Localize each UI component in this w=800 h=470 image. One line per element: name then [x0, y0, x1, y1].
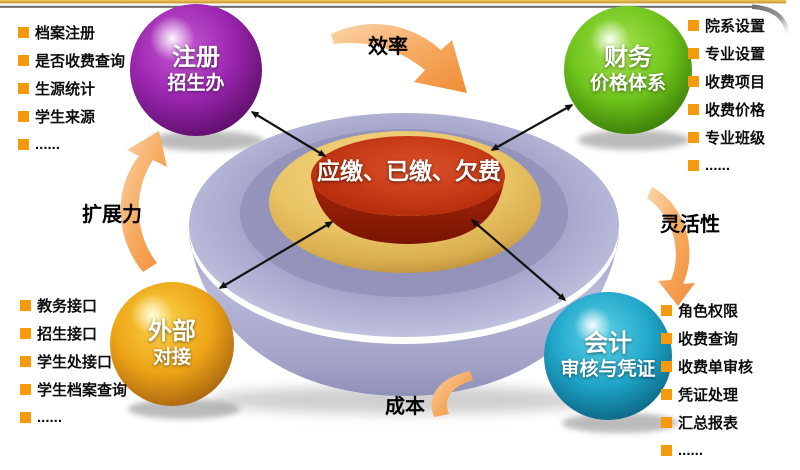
- bullet-square-icon: [20, 327, 31, 339]
- list-item-label: 学生档案查询: [37, 381, 128, 399]
- list-item-label: 招生接口: [37, 325, 98, 343]
- bullet-square-icon: [661, 416, 672, 428]
- efficiency-arrow-icon: [331, 24, 467, 94]
- bullet-square-icon: [18, 54, 29, 66]
- bullet-square-icon: [18, 110, 29, 122]
- sphere-finance-subtitle: 价格体系: [589, 73, 666, 94]
- list-bottom-left: 教务接口 招生接口 学生处接口 学生档案查询 ......: [20, 291, 127, 431]
- list-item: 汇总报表: [661, 408, 753, 436]
- list-item: 招生接口: [20, 319, 127, 347]
- list-item: ......: [661, 436, 753, 464]
- bullet-square-icon: [20, 355, 31, 367]
- list-item-label: 凭证处理: [678, 386, 739, 404]
- cost-arrow-icon: [431, 371, 473, 417]
- bullet-square-icon: [661, 388, 672, 400]
- list-item: ......: [20, 403, 127, 431]
- bullet-square-icon: [20, 383, 31, 395]
- list-item: ......: [18, 130, 125, 158]
- list-item-label: 生源统计: [35, 80, 96, 98]
- list-item: 院系设置: [688, 11, 765, 39]
- bullet-square-icon: [20, 411, 31, 423]
- sphere-accounting-subtitle: 审核与凭证: [560, 359, 656, 380]
- factor-efficiency: 效率: [368, 36, 408, 58]
- list-item-label: ......: [35, 135, 61, 153]
- list-item: 收费单审核: [661, 352, 753, 380]
- list-item-label: ......: [37, 408, 63, 426]
- list-item: 专业班级: [688, 123, 765, 151]
- list-item: ......: [688, 151, 765, 179]
- list-item: 角色权限: [661, 296, 753, 324]
- list-item-label: 是否收费查询: [35, 52, 126, 70]
- factor-flexibility: 灵活性: [660, 214, 720, 236]
- list-item-label: 院系设置: [705, 17, 766, 35]
- bullet-square-icon: [688, 19, 699, 31]
- bullet-square-icon: [661, 360, 672, 372]
- list-item: 学生处接口: [20, 347, 127, 375]
- list-item-label: 学生来源: [35, 108, 96, 126]
- sphere-shadows: [128, 130, 690, 433]
- list-item-label: 汇总报表: [678, 414, 739, 432]
- list-item-label: 收费单审核: [678, 358, 754, 376]
- bullet-square-icon: [688, 103, 699, 115]
- list-item-label: 收费项目: [705, 73, 766, 91]
- sphere-external: 外部 对接: [110, 282, 234, 406]
- list-bottom-right: 角色权限 收费查询 收费单审核 凭证处理 汇总报表 ......: [661, 296, 753, 464]
- expansion-arrow-icon: [120, 131, 167, 272]
- bullet-square-icon: [18, 26, 29, 38]
- bullet-square-icon: [18, 82, 29, 94]
- bullet-square-icon: [661, 332, 672, 344]
- sphere-external-subtitle: 对接: [152, 347, 191, 368]
- sphere-accounting: 会计 审核与凭证: [544, 292, 672, 420]
- list-item-label: 学生处接口: [37, 353, 113, 371]
- flexibility-arrow-icon: [647, 187, 695, 306]
- sphere-registration-title: 注册: [172, 44, 220, 72]
- list-item: 收费项目: [688, 67, 765, 95]
- bullet-square-icon: [20, 299, 31, 311]
- list-item-label: ......: [678, 441, 704, 459]
- list-item-label: 专业设置: [705, 45, 766, 63]
- bullet-square-icon: [661, 304, 672, 316]
- list-top-right: 院系设置 专业设置 收费项目 收费价格 专业班级 ......: [688, 11, 765, 179]
- list-item-label: 收费查询: [678, 330, 739, 348]
- list-item: 收费价格: [688, 95, 765, 123]
- list-item: 学生来源: [18, 102, 125, 130]
- sphere-finance: 财务 价格体系: [564, 6, 692, 134]
- list-item-label: ......: [705, 156, 731, 174]
- list-item: 凭证处理: [661, 380, 753, 408]
- list-item: 是否收费查询: [18, 46, 125, 74]
- sphere-external-title: 外部: [148, 318, 196, 346]
- bullet-square-icon: [688, 75, 699, 87]
- bowl-shadow: [209, 386, 599, 414]
- list-item-label: 教务接口: [37, 297, 98, 315]
- core-label: 应缴、已缴、欠费: [317, 158, 501, 184]
- list-item-label: 收费价格: [705, 101, 766, 119]
- list-item-label: 专业班级: [705, 129, 766, 147]
- sphere-registration: 注册 招生办: [130, 4, 262, 136]
- connector-arrows: [218, 104, 574, 301]
- list-item: 档案注册: [18, 18, 125, 46]
- list-item: 专业设置: [688, 39, 765, 67]
- list-item-label: 角色权限: [678, 302, 739, 320]
- factor-cost: 成本: [385, 396, 425, 418]
- list-top-left: 档案注册 是否收费查询 生源统计 学生来源 ......: [18, 18, 125, 158]
- red-core: [311, 136, 505, 244]
- list-item: 生源统计: [18, 74, 125, 102]
- factor-expansion: 扩展力: [82, 204, 142, 226]
- bullet-square-icon: [688, 131, 699, 143]
- sphere-accounting-title: 会计: [584, 330, 632, 358]
- list-item: 收费查询: [661, 324, 753, 352]
- list-item: 学生档案查询: [20, 375, 127, 403]
- sphere-registration-subtitle: 招生办: [167, 73, 225, 94]
- bullet-square-icon: [661, 444, 672, 456]
- bullet-square-icon: [688, 159, 699, 171]
- list-item: 教务接口: [20, 291, 127, 319]
- bullet-square-icon: [18, 138, 29, 150]
- sphere-finance-title: 财务: [604, 44, 652, 72]
- bullet-square-icon: [688, 47, 699, 59]
- list-item-label: 档案注册: [35, 24, 96, 42]
